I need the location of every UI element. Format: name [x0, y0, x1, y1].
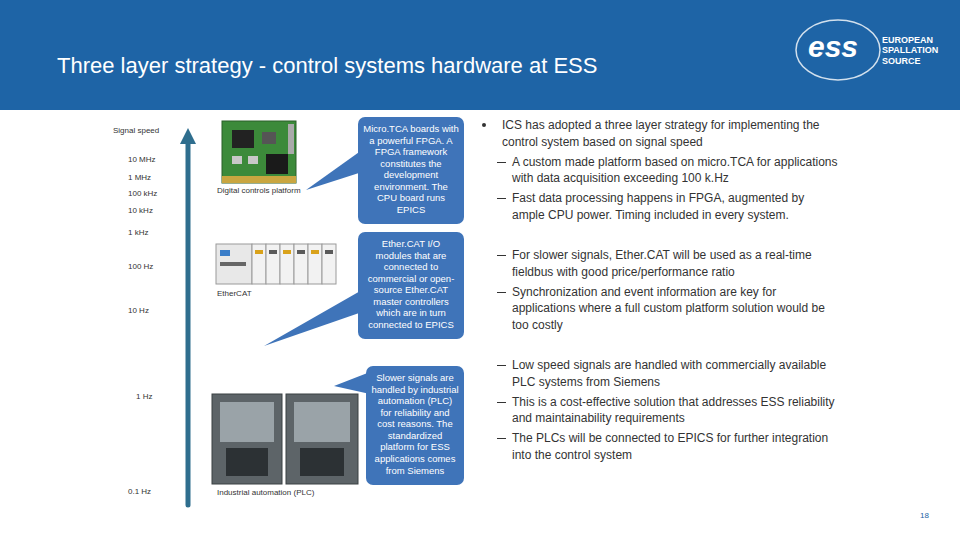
- siemens-plc: [212, 394, 358, 484]
- axis-arrowhead: [180, 128, 196, 144]
- logo-mark: ess: [808, 30, 858, 64]
- callout-text: Micro.TCA boards with a powerful FPGA. A…: [363, 123, 459, 216]
- speed-tick: 10 MHz: [128, 155, 156, 164]
- bullet-dash: [497, 255, 506, 256]
- callout-tail: [264, 290, 362, 346]
- bullet-dash: [497, 438, 506, 439]
- logo-ring: [796, 20, 880, 80]
- callout-box: Slower signals are handled by industrial…: [366, 366, 464, 485]
- bullet-text: A custom made platform based on micro.TC…: [512, 154, 838, 188]
- speed-tick: 1 Hz: [136, 392, 152, 401]
- callout-box: Micro.TCA boards with a powerful FPGA. A…: [358, 117, 464, 224]
- platform-caption: EtherCAT: [217, 289, 252, 298]
- bullet-dash: [497, 402, 506, 403]
- bullet-text: Synchronization and event information ar…: [512, 284, 838, 334]
- header-band: [0, 0, 960, 110]
- speed-tick: 10 Hz: [128, 306, 149, 315]
- callout-tail: [334, 372, 370, 394]
- platform-caption: Digital controls platform: [217, 186, 301, 195]
- bullet-text: The PLCs will be connected to EPICS for …: [512, 430, 838, 464]
- ethercat-modules: [216, 244, 336, 284]
- microtca-board: [222, 121, 296, 183]
- bullet-dash: [497, 198, 506, 199]
- bullet-text: ICS has adopted a three layer strategy f…: [502, 117, 838, 151]
- logo-text: EUROPEAN SPALLATION SOURCE: [882, 35, 948, 66]
- callout-box: Ether.CAT I/O modules that are connected…: [358, 232, 464, 339]
- bullet-dash: [497, 292, 506, 293]
- speed-tick: 10 kHz: [128, 206, 153, 215]
- speed-tick: 1 kHz: [128, 228, 148, 237]
- speed-axis: [186, 140, 191, 505]
- speed-tick: 1 MHz: [128, 173, 151, 182]
- bullet-text: Fast data processing happens in FPGA, au…: [512, 190, 838, 224]
- bullet-text: Low speed signals are handled with comme…: [512, 357, 838, 391]
- page-number: 18: [920, 511, 929, 520]
- platform-caption: Industrial automation (PLC): [217, 488, 314, 497]
- slide-title: Three layer strategy - control systems h…: [57, 53, 597, 79]
- bullet-dash: [497, 162, 506, 163]
- speed-tick: 0.1 Hz: [128, 487, 151, 496]
- bullet-dot: [482, 123, 486, 127]
- bullet-text: For slower signals, Ether.CAT will be us…: [512, 247, 838, 281]
- callout-text: Ether.CAT I/O modules that are connected…: [363, 238, 459, 331]
- speed-tick: 100 kHz: [128, 189, 157, 198]
- callout-tail: [306, 150, 362, 190]
- callout-text: Slower signals are handled by industrial…: [371, 372, 459, 476]
- bullet-text: This is a cost-effective solution that a…: [512, 394, 838, 428]
- axis-title: Signal speed: [113, 126, 159, 135]
- bullet-dash: [497, 365, 506, 366]
- speed-tick: 100 Hz: [128, 262, 153, 271]
